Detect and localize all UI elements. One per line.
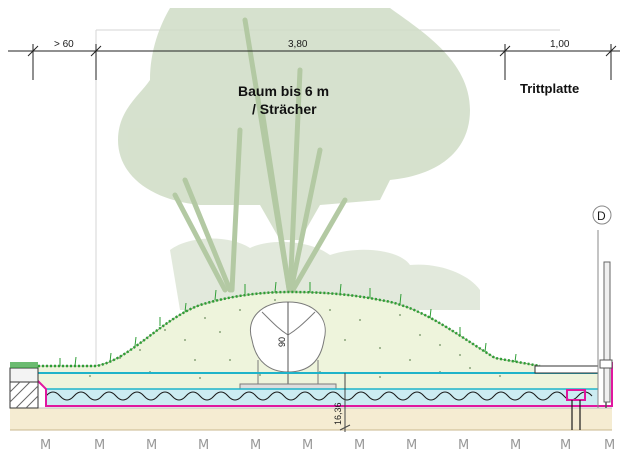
dimension-middle: 3,80	[288, 39, 308, 50]
tree-stems	[172, 17, 348, 298]
grass-blades	[59, 281, 517, 367]
left-edge-detail	[9, 362, 39, 409]
right-edge-detail	[534, 230, 613, 408]
tree-label-line2: / Strächer	[252, 101, 317, 117]
dimension-right: 1,00	[550, 39, 570, 50]
dimension-left: > 60	[54, 39, 74, 50]
ground-symbol: M	[458, 438, 469, 453]
ground-symbol: M	[510, 438, 521, 453]
drainage-layer	[46, 389, 598, 406]
ground-symbol: M	[40, 438, 51, 453]
ground-symbol: M	[604, 438, 615, 453]
tree-canopy-silhouette	[118, 8, 480, 310]
dimension-line	[8, 44, 620, 80]
roof-drain	[566, 389, 586, 430]
ground-symbol: M	[560, 438, 571, 453]
ground-symbol: M	[94, 438, 105, 453]
ground-symbol-row: M M M M M M M M M M M M	[40, 438, 615, 453]
root-ball-height-label: 90	[277, 337, 287, 347]
tree-label-line1: Baum bis 6 m	[238, 83, 329, 99]
grass-layer	[38, 290, 541, 368]
step-plate-label: Trittplatte	[520, 81, 579, 96]
ground-symbol: M	[198, 438, 209, 453]
section-marker-circle	[592, 205, 612, 225]
layer-thickness-label: 16,36	[333, 402, 343, 425]
drainage-board	[45, 391, 593, 401]
ground-symbol: M	[250, 438, 261, 453]
ground-symbol: M	[354, 438, 365, 453]
base-sand-layer	[10, 408, 612, 430]
ground-symbol: M	[146, 438, 157, 453]
ground-symbol: M	[406, 438, 417, 453]
ground-symbol: M	[302, 438, 313, 453]
section-marker-letter: D	[597, 209, 606, 223]
